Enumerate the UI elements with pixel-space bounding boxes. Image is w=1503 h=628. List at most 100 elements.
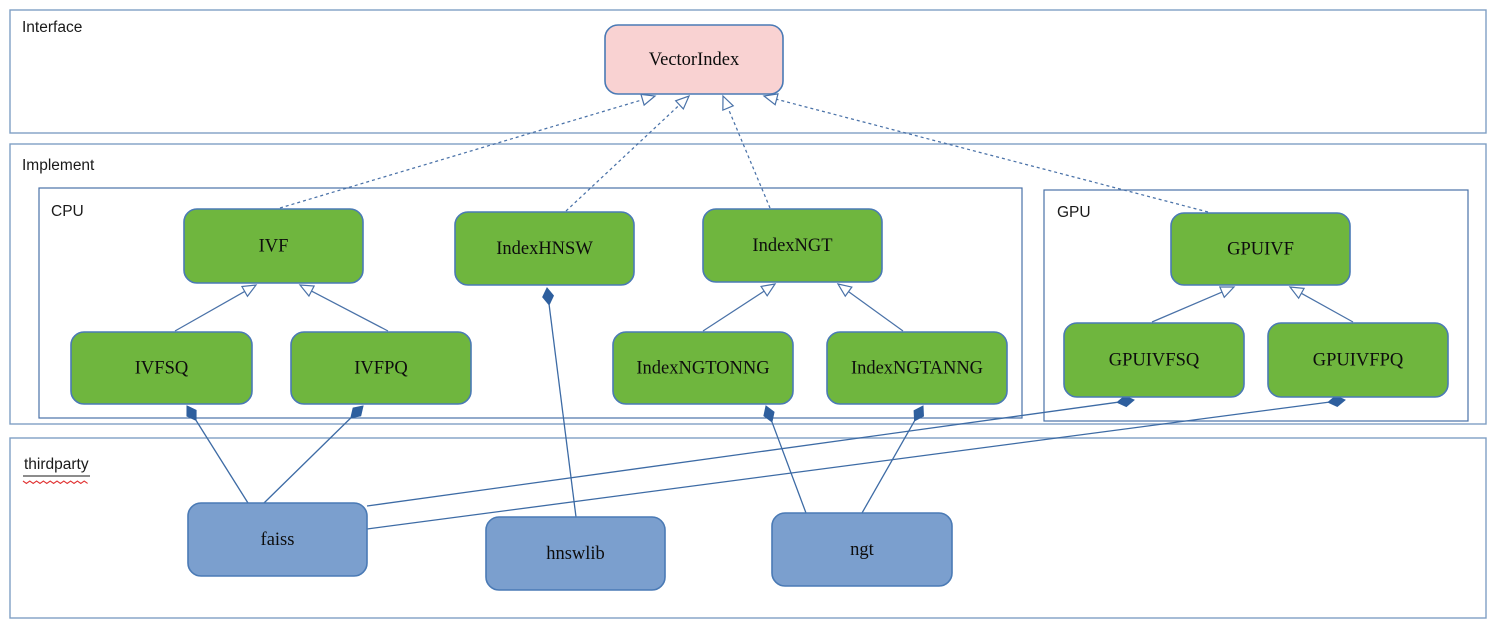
node-label-gpuivfsq: GPUIVFSQ (1109, 350, 1200, 370)
node-ngt[interactable]: ngt (771, 512, 953, 587)
node-indexngtanng[interactable]: IndexNGTANNG (826, 331, 1008, 405)
frame-interface[interactable]: Interface (9, 9, 1487, 134)
frame-label-interface: Interface (22, 19, 82, 36)
node-box-indexngtanng (826, 331, 1008, 405)
arrowhead-triangle-ngtanng-indexngt (836, 283, 853, 298)
edge-line-ngt-indexngtonng (771, 421, 807, 514)
node-gpuivf[interactable]: GPUIVF (1170, 212, 1351, 286)
arrowhead-diamond-hnswlib-indexhnsw (542, 287, 555, 306)
edge-ngt-indexngtonng[interactable] (763, 405, 807, 514)
edge-faiss-ivfpq[interactable] (263, 405, 364, 504)
node-label-indexngtanng: IndexNGTANNG (851, 358, 983, 378)
node-indexngtonng[interactable]: IndexNGTONNG (612, 331, 794, 405)
frame-label-implement: Implement (22, 157, 95, 174)
arrowhead-triangle-ivfsq-ivf (240, 284, 258, 298)
arrowhead-triangle-indexngt-vectorindex (722, 94, 735, 112)
edge-line-faiss-ivfsq (195, 420, 249, 504)
edge-line-gpuivf-vectorindex (776, 98, 1209, 213)
node-label-indexngtonng: IndexNGTONNG (636, 358, 769, 378)
node-indexngt[interactable]: IndexNGT (702, 208, 883, 283)
node-gpuivfsq[interactable]: GPUIVFSQ (1063, 322, 1245, 398)
edge-line-ivfsq-ivf (174, 290, 246, 332)
frame-label-thirdparty: thirdparty (24, 456, 89, 473)
node-box-ivf (183, 208, 364, 284)
arrowhead-triangle-gpuivfpq-gpuivf (1288, 286, 1306, 300)
node-label-ngt: ngt (850, 540, 875, 560)
edge-gpuivfsq-gpuivf[interactable] (1151, 286, 1236, 323)
node-label-indexngt: IndexNGT (752, 236, 832, 256)
frame-border-interface (9, 9, 1487, 134)
frame-implement[interactable]: Implement (9, 143, 1487, 425)
arrowhead-diamond-ngt-indexngtonng (763, 405, 775, 423)
edge-line-ngtanng-indexngt (848, 291, 904, 332)
arrowhead-diamond-faiss-ivfpq (350, 405, 364, 419)
node-box-indexngt (702, 208, 883, 283)
node-label-faiss: faiss (261, 530, 295, 550)
node-box-ivfpq (290, 331, 472, 405)
subframe-gpu[interactable]: GPU (1043, 189, 1469, 422)
edge-faiss-gpuivfsq[interactable] (366, 395, 1135, 507)
node-label-ivf: IVF (259, 236, 289, 256)
edge-line-gpuivfpq-gpuivf (1301, 292, 1354, 323)
node-box-indexngtonng (612, 331, 794, 405)
node-box-hnswlib (485, 516, 666, 591)
edge-faiss-ivfsq[interactable] (186, 405, 249, 504)
edge-line-faiss-gpuivfpq (366, 401, 1329, 530)
edge-gpuivfpq-gpuivf[interactable] (1288, 286, 1354, 323)
subframe-border-gpu (1043, 189, 1469, 422)
edge-indexngt-vectorindex[interactable] (722, 94, 771, 209)
node-faiss[interactable]: faiss (187, 502, 368, 577)
subframe-border-cpu (38, 187, 1023, 419)
frame-border-thirdparty (9, 437, 1487, 619)
node-label-ivfpq: IVFPQ (354, 358, 408, 378)
node-box-ngt (771, 512, 953, 587)
edge-ngt-indexngtanng[interactable] (861, 405, 924, 514)
frame-thirdparty[interactable]: thirdparty (9, 437, 1487, 619)
edge-hnswlib-indexhnsw[interactable] (542, 287, 577, 518)
node-ivfsq[interactable]: IVFSQ (70, 331, 253, 405)
node-box-faiss (187, 502, 368, 577)
node-indexhnsw[interactable]: IndexHNSW (454, 211, 635, 286)
node-ivfpq[interactable]: IVFPQ (290, 331, 472, 405)
arrowhead-triangle-ivf-vectorindex (640, 93, 657, 107)
node-vectorindex[interactable]: VectorIndex (604, 24, 784, 95)
edge-ivf-vectorindex[interactable] (279, 93, 657, 209)
node-box-gpuivf (1170, 212, 1351, 286)
edge-ngtanng-indexngt[interactable] (836, 283, 904, 332)
spellcheck-squiggle-thirdparty (22, 480, 88, 485)
node-ivf[interactable]: IVF (183, 208, 364, 284)
node-box-gpuivfsq (1063, 322, 1245, 398)
edge-line-gpuivfsq-gpuivf (1151, 291, 1223, 323)
node-box-indexhnsw (454, 211, 635, 286)
edge-ngtonng-indexngt[interactable] (702, 283, 777, 332)
node-box-gpuivfpq (1267, 322, 1449, 398)
edge-line-indexhnsw-vectorindex (565, 104, 680, 212)
edge-line-ivf-vectorindex (279, 99, 643, 209)
edge-indexhnsw-vectorindex[interactable] (565, 94, 691, 212)
edge-ivfsq-ivf[interactable] (174, 284, 258, 332)
arrowhead-triangle-ngtonng-indexngt (760, 283, 777, 297)
edge-line-indexngt-vectorindex (727, 107, 771, 209)
subframe-cpu[interactable]: CPU (38, 187, 1023, 419)
node-label-gpuivf: GPUIVF (1227, 239, 1294, 259)
edge-ivfpq-ivf[interactable] (298, 284, 389, 332)
edge-gpuivf-vectorindex[interactable] (762, 93, 1209, 213)
edge-line-ngtonng-indexngt (702, 290, 765, 332)
node-label-vectorindex: VectorIndex (649, 50, 740, 70)
node-hnswlib[interactable]: hnswlib (485, 516, 666, 591)
edge-line-hnswlib-indexhnsw (548, 304, 577, 518)
edge-line-ivfpq-ivf (311, 290, 389, 332)
node-label-indexhnsw: IndexHNSW (496, 239, 593, 259)
edge-line-faiss-ivfpq (263, 417, 352, 504)
edge-faiss-gpuivfpq[interactable] (366, 395, 1346, 530)
arrowhead-triangle-indexhnsw-vectorindex (674, 94, 691, 111)
arrowhead-triangle-gpuivf-vectorindex (762, 93, 779, 106)
edge-line-faiss-gpuivfsq (366, 401, 1118, 507)
node-gpuivfpq[interactable]: GPUIVFPQ (1267, 322, 1449, 398)
node-label-gpuivfpq: GPUIVFPQ (1313, 350, 1404, 370)
